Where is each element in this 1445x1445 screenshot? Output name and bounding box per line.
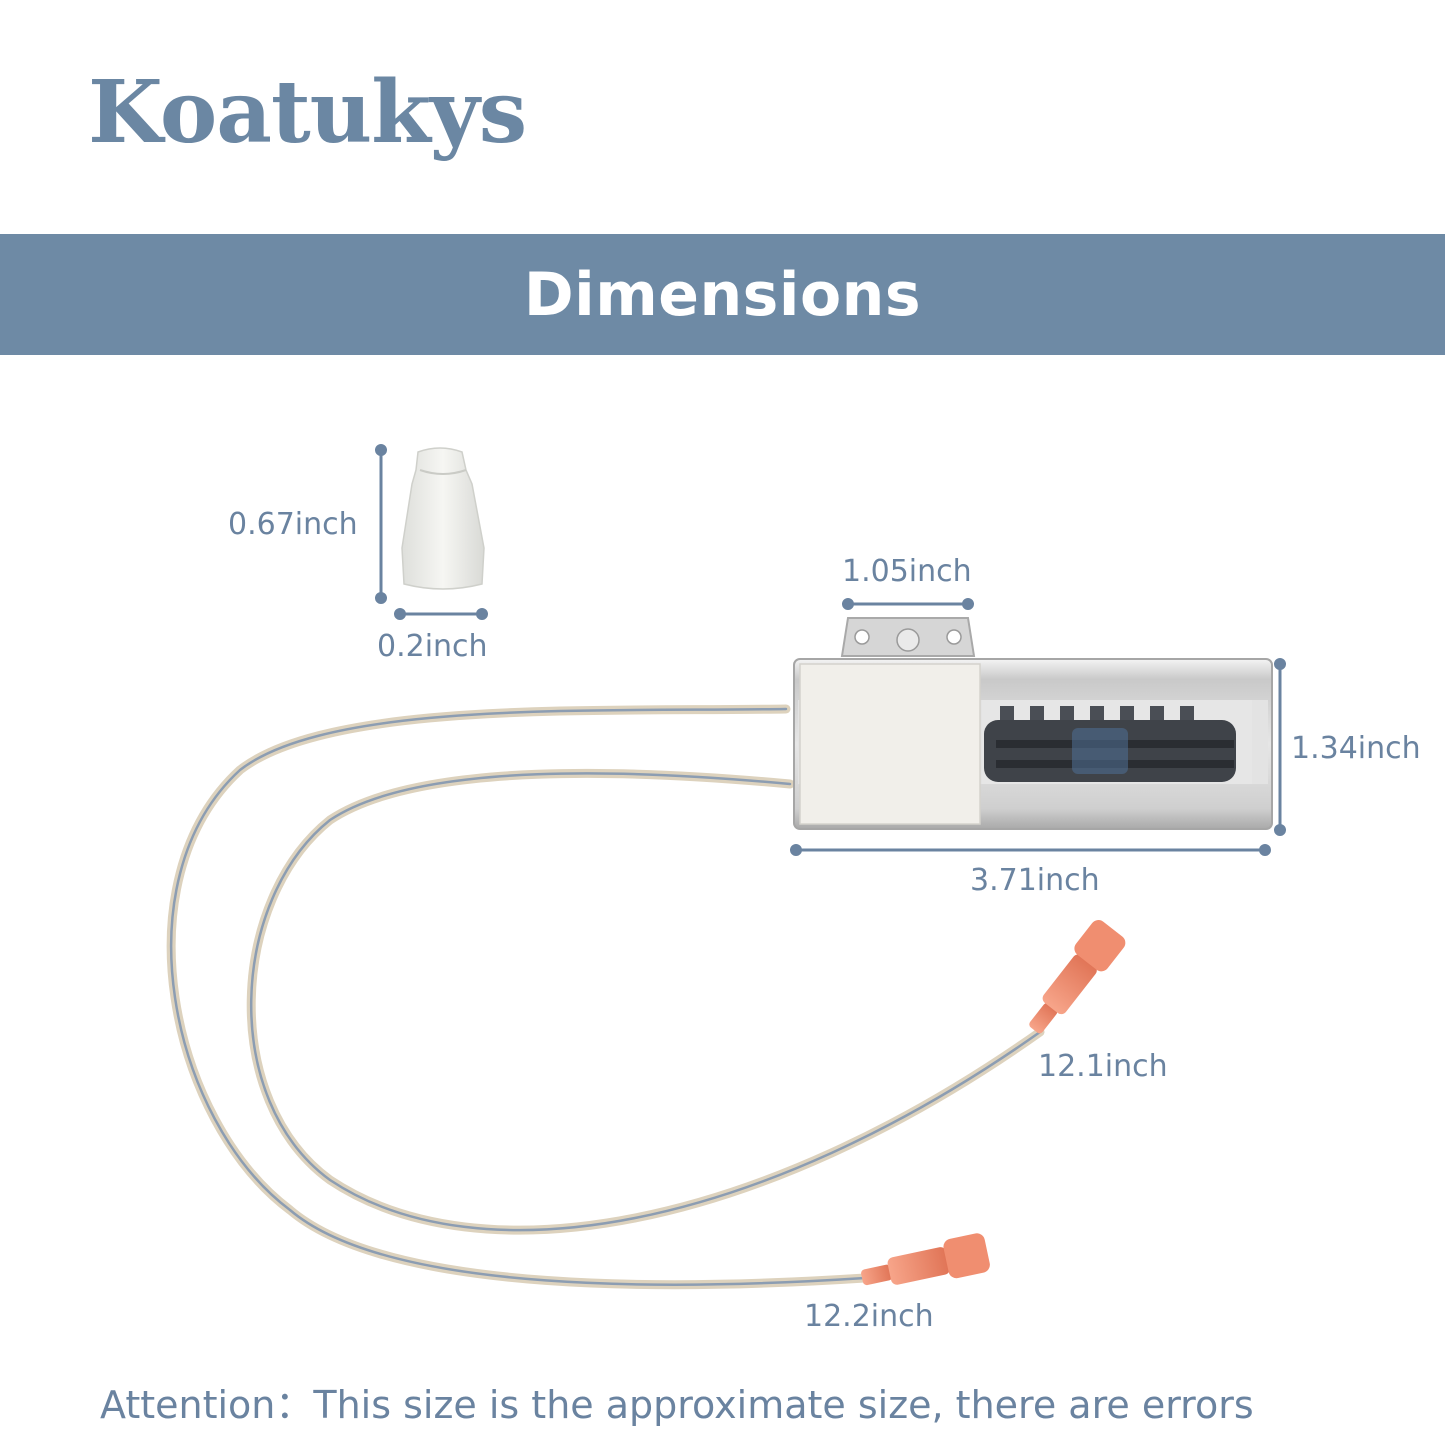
igniter-body [793,617,1273,830]
cap-width-label: 0.2inch [377,629,488,664]
terminal-long [861,1233,990,1286]
bracket-width-label: 1.05inch [842,554,972,589]
wire-long-label: 12.2inch [804,1299,934,1334]
ceramic-cap [401,447,485,590]
banner-title: Dimensions [523,259,922,330]
body-length-label: 3.71inch [970,863,1100,898]
body-height-label: 1.34inch [1291,731,1421,766]
brand-logo: Koatukys [88,62,527,163]
attention-note: Attention：This size is the approximate s… [100,1383,1254,1427]
wire-terminals [861,920,1126,1286]
terminal-short [1029,920,1126,1034]
dimension-lines [375,444,1286,856]
wire-short-label: 12.1inch [1038,1049,1168,1084]
dimensions-banner: Dimensions [0,234,1445,355]
cap-height-label: 0.67inch [228,507,358,542]
lead-wires [166,704,1045,1290]
